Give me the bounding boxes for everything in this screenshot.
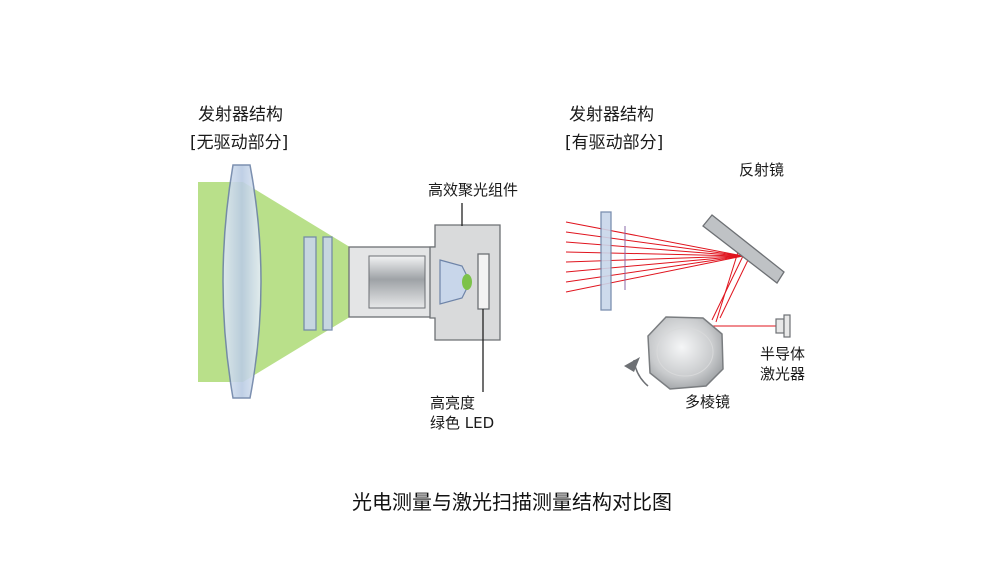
right-title: 发射器结构 xyxy=(569,105,654,125)
led-label-line1: 高亮度 xyxy=(430,394,476,412)
led-board xyxy=(477,253,490,310)
relay-lens-1 xyxy=(303,236,317,331)
rotation-arrowhead-icon xyxy=(624,357,640,372)
relay-lens-2 xyxy=(322,236,333,331)
figure-caption: 光电测量与激光扫描测量结构对比图 xyxy=(352,490,672,514)
front-convex-lens xyxy=(222,164,262,399)
laser-diode-body xyxy=(775,318,785,334)
polygon-label: 多棱镜 xyxy=(685,393,731,411)
scan-lens xyxy=(600,211,612,311)
right-subtitle: [有驱动部分] xyxy=(565,133,664,153)
barrel-optic xyxy=(368,255,426,309)
green-led-emitter xyxy=(462,274,472,290)
mirror-label: 反射镜 xyxy=(739,161,785,179)
scan-beams xyxy=(565,221,778,327)
reflector-mirror xyxy=(702,214,785,284)
laser-diode-cap xyxy=(783,314,791,338)
laser-label-line2: 激光器 xyxy=(760,365,806,383)
left-title: 发射器结构 xyxy=(198,105,283,125)
left-subtitle: [无驱动部分] xyxy=(190,133,289,153)
laser-label-line1: 半导体 xyxy=(760,345,806,363)
prism-face xyxy=(656,327,714,377)
assembly-label: 高效聚光组件 xyxy=(428,181,519,199)
collimator-lens xyxy=(439,259,471,305)
led-label-line2: 绿色 LED xyxy=(430,414,495,432)
